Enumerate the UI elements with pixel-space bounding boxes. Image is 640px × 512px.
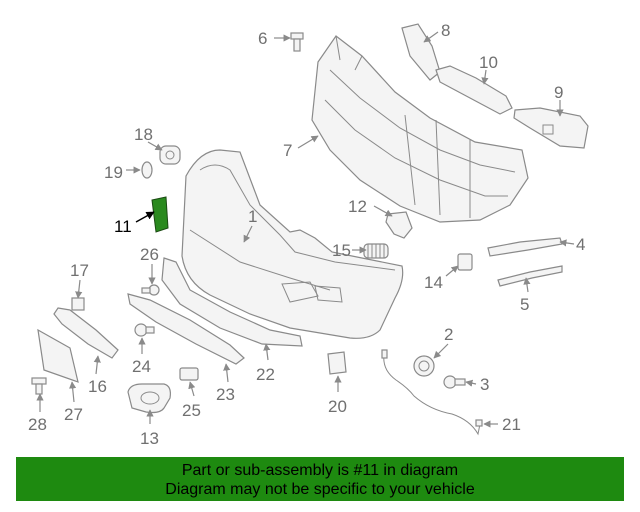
- callout-28: 28: [28, 415, 47, 434]
- screw-part: [290, 32, 304, 52]
- callout-12: 12: [348, 197, 367, 216]
- bolt-3-part: [443, 375, 466, 389]
- wiring-harness-part: [381, 349, 483, 436]
- tube-15-part: [363, 243, 389, 259]
- bumper-cover-part: [181, 149, 404, 339]
- callout-13: 13: [140, 429, 159, 448]
- trim-16-part: [53, 307, 119, 359]
- clip-25-part: [179, 367, 199, 381]
- callout-labels: 6 8 10 9 7 18 19 11 1 12 15 4 5 14 26 17…: [28, 21, 585, 448]
- screw-24-part: [134, 323, 155, 337]
- callout-25: 25: [182, 401, 201, 420]
- callout-21: 21: [502, 415, 521, 434]
- energy-beam-part: [435, 65, 513, 115]
- callout-20: 20: [328, 397, 347, 416]
- callout-1: 1: [248, 207, 257, 226]
- screw-28-part: [31, 377, 47, 395]
- callout-18: 18: [134, 125, 153, 144]
- upper-bracket-part: [401, 23, 441, 81]
- callout-3: 3: [480, 375, 489, 394]
- bracket-11-highlighted-part: [151, 196, 169, 233]
- callout-7: 7: [283, 141, 292, 160]
- callout-6: 6: [258, 29, 267, 48]
- banner-line-part-number: Part or sub-assembly is #11 in diagram: [181, 462, 459, 479]
- parts-diagram: 6 8 10 9 7 18 19 11 1 12 15 4 5 14 26 17…: [28, 21, 589, 448]
- bracket-12-part: [385, 211, 413, 239]
- lower-deflector-22-part: [161, 257, 303, 347]
- callout-15: 15: [332, 241, 351, 260]
- callout-26: 26: [140, 245, 159, 264]
- module-14-part: [457, 253, 473, 271]
- push-pin-26-part: [141, 284, 160, 296]
- callout-9: 9: [554, 83, 563, 102]
- trim-strip-5-part: [497, 265, 563, 287]
- fog-lamp-bezel-part: [127, 383, 171, 414]
- callout-17: 17: [70, 261, 89, 280]
- sensor-ring-part: [141, 161, 153, 179]
- callout-8: 8: [441, 21, 450, 40]
- callout-16: 16: [88, 377, 107, 396]
- callout-4: 4: [576, 235, 585, 254]
- callout-10: 10: [479, 53, 498, 72]
- leader-lines: [36, 31, 575, 428]
- trim-strip-4-part: [487, 237, 563, 257]
- callout-24: 24: [132, 357, 151, 376]
- bumper-reinforcement-part: [311, 35, 529, 223]
- callout-11: 11: [114, 217, 132, 236]
- parking-sensor-part: [159, 145, 181, 165]
- clip-17-part: [71, 297, 85, 311]
- callout-22: 22: [256, 365, 275, 384]
- callout-19: 19: [104, 163, 123, 182]
- license-plate-bracket-part: [37, 328, 79, 383]
- info-banner: Part or sub-assembly is #11 in diagram D…: [16, 457, 624, 501]
- callout-23: 23: [216, 385, 235, 404]
- callout-5: 5: [520, 295, 529, 314]
- banner-line-disclaimer: Diagram may not be specific to your vehi…: [165, 481, 475, 498]
- lower-grille-23-part: [127, 293, 245, 365]
- side-bracket-part: [513, 107, 589, 149]
- callout-14: 14: [424, 273, 443, 292]
- callout-2: 2: [444, 325, 453, 344]
- horn-part: [413, 355, 435, 377]
- tow-cap-20-part: [327, 351, 347, 375]
- callout-27: 27: [64, 405, 83, 424]
